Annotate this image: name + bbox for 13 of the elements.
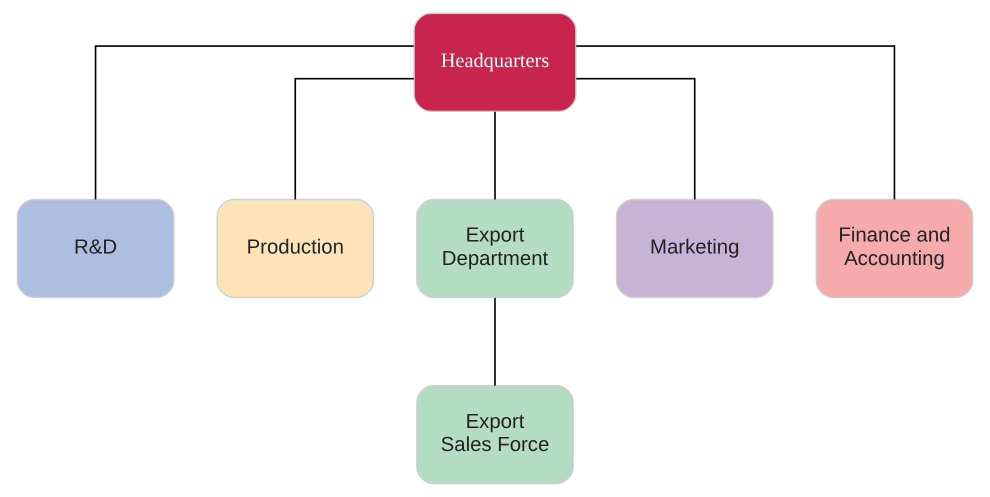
connector: [294, 78, 414, 200]
node-box: Production: [216, 198, 374, 298]
connector: [494, 112, 496, 200]
connector: [576, 78, 696, 200]
node-box: Export Sales Force: [416, 385, 574, 484]
node-box: Export Department: [416, 198, 574, 298]
connector: [494, 298, 496, 386]
node-box: Headquarters: [413, 12, 577, 112]
connector: [94, 45, 414, 200]
connector: [576, 45, 896, 200]
node-box: Marketing: [616, 198, 774, 298]
node-box: R&D: [16, 198, 174, 298]
node-box: Finance and Accounting: [816, 198, 974, 298]
